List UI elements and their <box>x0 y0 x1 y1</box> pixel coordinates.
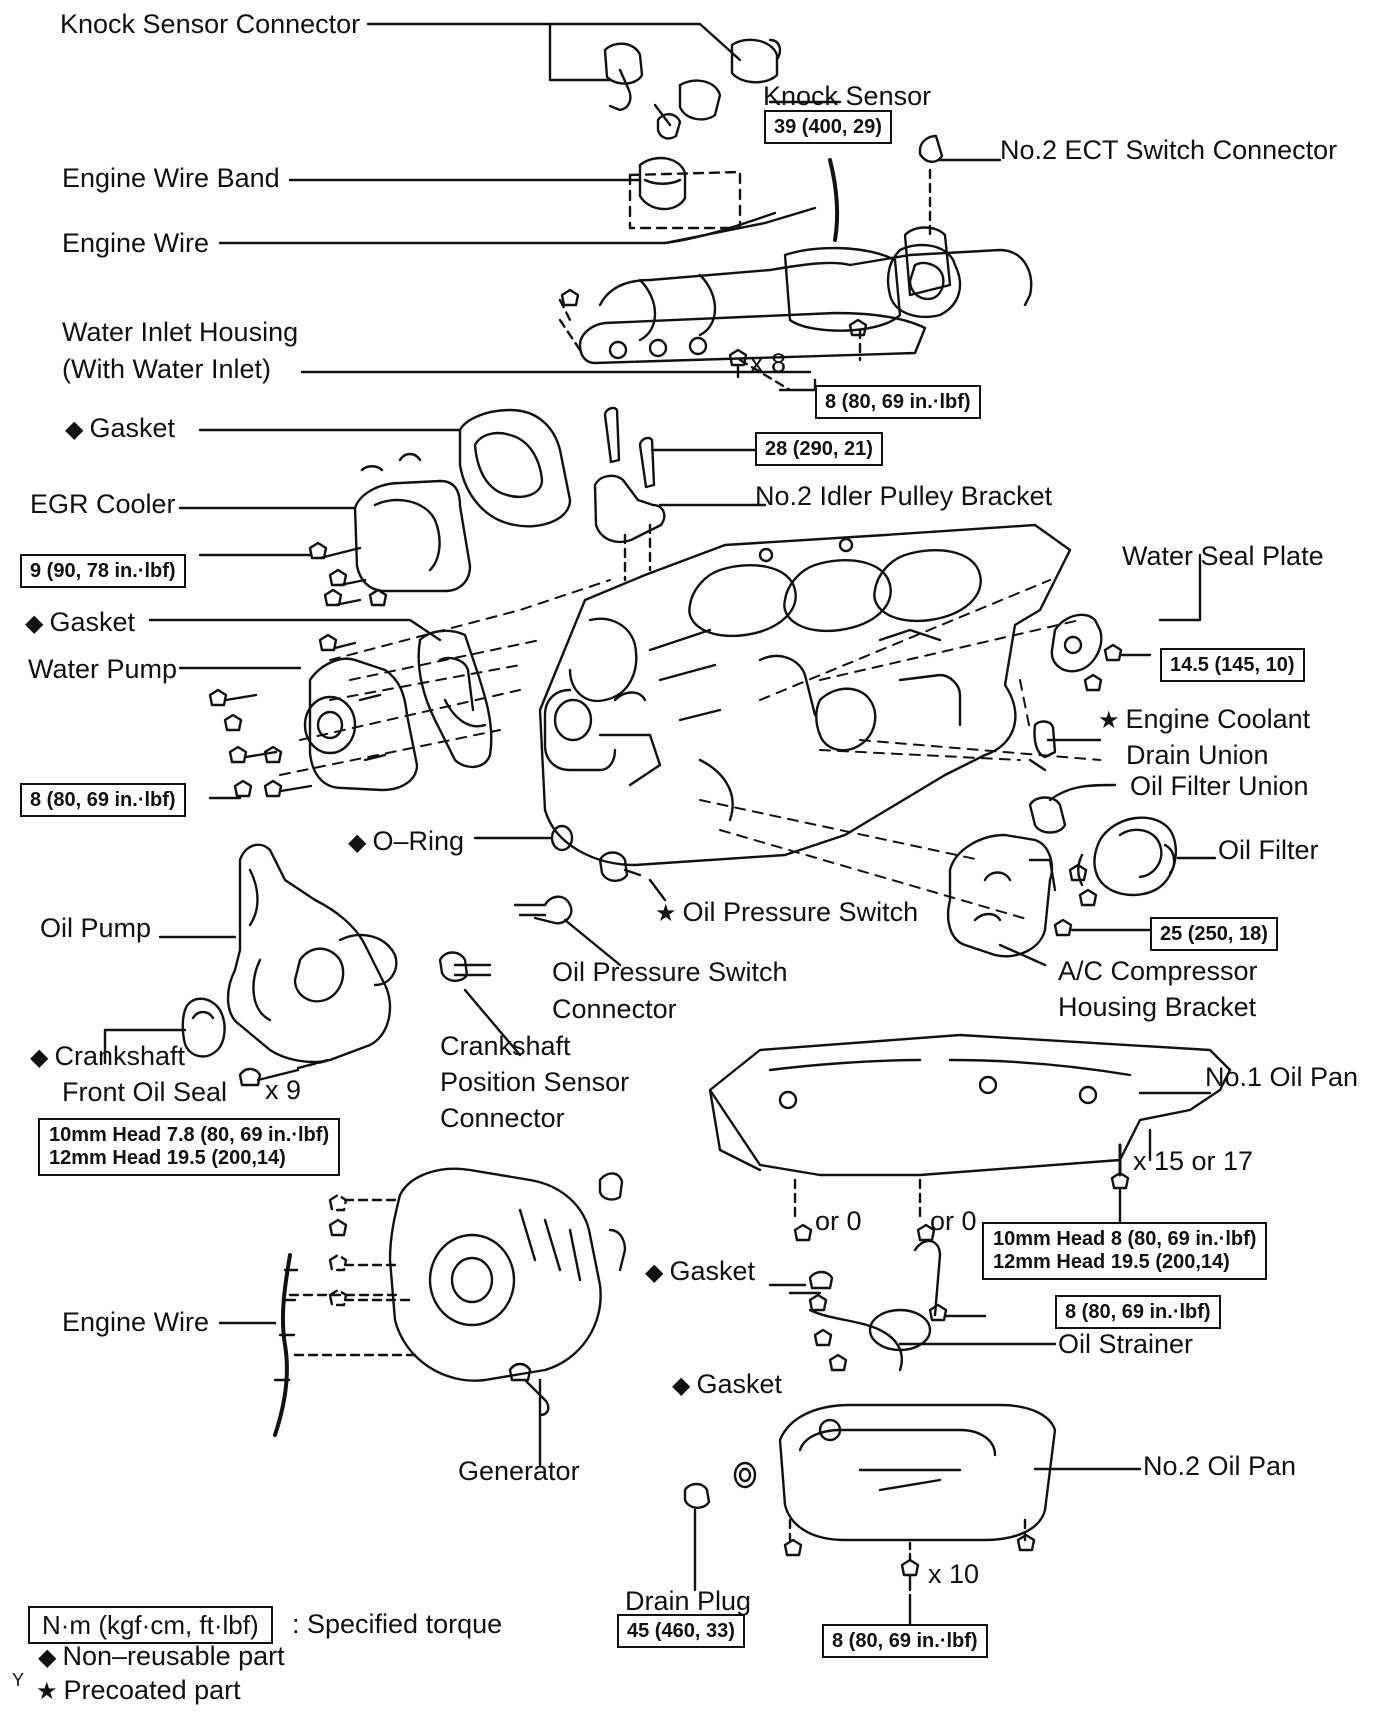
legend-torque-desc: : Specified torque <box>292 1609 503 1639</box>
x15-or-17-label: x 15 or 17 <box>1133 1146 1254 1176</box>
legend-non-reusable: ◆Non–reusable part <box>38 1641 285 1671</box>
cylinder-block-part <box>538 523 1072 867</box>
water-inlet-torque: 8 (80, 69 in.·lbf) <box>815 385 981 419</box>
no2-oil-pan-torque: 8 (80, 69 in.·lbf) <box>822 1624 988 1658</box>
non-reusable-marker: ◆ <box>30 1044 49 1071</box>
ckp-connector-label: Crankshaft <box>440 1031 571 1061</box>
oil-strainer-part <box>768 1239 1057 1372</box>
x8-label: x 8 <box>750 348 787 378</box>
ect-switch-connector-label: No.2 ECT Switch Connector <box>1000 135 1338 165</box>
drain-plug-label: Drain Plug <box>625 1586 752 1616</box>
non-reusable-marker: ◆ <box>348 829 367 856</box>
oil-pressure-switch-parts <box>473 824 667 967</box>
x10-label: x 10 <box>928 1559 980 1589</box>
oil-filter-union-label: Oil Filter Union <box>1130 771 1309 801</box>
oil-pump-torque-line1: 10mm Head 7.8 (80, 69 in.·lbf) <box>49 1124 330 1146</box>
knock-sensor-connector-label: Knock Sensor Connector <box>60 9 361 39</box>
or-0-label-a: or 0 <box>815 1206 862 1236</box>
ckp-connector-part <box>438 951 522 1057</box>
water-inlet-housing-label: Water Inlet Housing <box>62 317 299 347</box>
drain-plug-torque: 45 (460, 33) <box>617 1614 745 1648</box>
idler-bracket-torque: 28 (290, 21) <box>755 432 883 466</box>
oil-pan-torque-line1: 10mm Head 8 (80, 69 in.·lbf) <box>993 1228 1257 1250</box>
ac-bracket-torque: 25 (250, 18) <box>1150 917 1278 951</box>
engine-wire-top-label: Engine Wire <box>62 228 210 258</box>
or-0-label-b: or 0 <box>930 1206 977 1236</box>
front-oil-seal-label: ◆Crankshaft <box>30 1041 186 1071</box>
oil-pressure-switch-connector-label: Oil Pressure Switch <box>552 957 788 987</box>
engine-wire-bottom-part <box>218 1253 299 1437</box>
water-pump-torque: 8 (80, 69 in.·lbf) <box>20 783 186 817</box>
gasket-strainer-label: ◆Gasket <box>645 1256 756 1286</box>
no1-oil-pan-label: No.1 Oil Pan <box>1205 1062 1359 1092</box>
water-inlet-housing-part <box>300 134 1033 392</box>
oil-strainer-label: Oil Strainer <box>1058 1329 1194 1359</box>
oil-filter-label: Oil Filter <box>1218 835 1319 865</box>
generator-label: Generator <box>458 1456 580 1486</box>
gasket-water-pump-label: ◆Gasket <box>25 607 136 637</box>
legend-torque-unit-box: N·m (kgf·cm, ft·lbf) <box>28 1606 273 1644</box>
assembly-guide-lines <box>279 579 1101 921</box>
water-seal-plate-torque: 14.5 (145, 10) <box>1160 648 1305 682</box>
x9-label: x 9 <box>265 1075 302 1105</box>
gasket-drain-label: ◆Gasket <box>672 1369 783 1399</box>
engine-wire-band-label: Engine Wire Band <box>62 163 280 193</box>
water-seal-plate-part <box>1050 553 1202 692</box>
o-ring-label: ◆O–Ring <box>348 826 465 856</box>
ac-bracket-label-2: Housing Bracket <box>1058 992 1257 1022</box>
engine-wire-band-part <box>218 156 817 245</box>
generator-part <box>288 1167 627 1467</box>
idler-pulley-bracket-part <box>593 406 767 582</box>
precoated-marker: ★ <box>1098 707 1120 734</box>
oil-filter-parts <box>1028 720 1217 897</box>
non-reusable-marker: ◆ <box>65 416 84 443</box>
ac-bracket-label: A/C Compressor <box>1058 956 1258 986</box>
knock-sensor-parts <box>366 22 782 140</box>
oil-strainer-torque: 8 (80, 69 in.·lbf) <box>1055 1295 1221 1329</box>
non-reusable-marker: ◆ <box>672 1372 691 1399</box>
knock-sensor-torque: 39 (400, 29) <box>764 110 892 144</box>
non-reusable-marker: ◆ <box>38 1644 57 1671</box>
oil-pressure-switch-connector-label-2: Connector <box>552 994 677 1024</box>
non-reusable-marker: ◆ <box>25 610 44 637</box>
ac-bracket-part <box>946 833 1152 967</box>
egr-cooler-torque: 9 (90, 78 in.·lbf) <box>20 554 186 588</box>
coolant-drain-union-label: ★Engine Coolant <box>1098 704 1311 734</box>
oil-pressure-switch-label: ★Oil Pressure Switch <box>655 897 919 927</box>
egr-cooler-part <box>178 408 572 607</box>
water-pump-label: Water Pump <box>28 654 178 684</box>
water-seal-plate-label: Water Seal Plate <box>1122 541 1324 571</box>
front-oil-seal-label-2: Front Oil Seal <box>62 1077 228 1107</box>
legend-precoated: ★Precoated part <box>36 1675 241 1705</box>
front-oil-seal-part <box>103 997 332 1087</box>
oil-pan-torque-line2: 12mm Head 19.5 (200,14) <box>993 1251 1230 1273</box>
coolant-drain-union-label-2: Drain Union <box>1126 740 1269 770</box>
egr-cooler-label: EGR Cooler <box>30 489 176 519</box>
precoated-marker: ★ <box>36 1678 58 1705</box>
oil-pump-label: Oil Pump <box>40 913 152 943</box>
oil-pump-torque: 10mm Head 7.8 (80, 69 in.·lbf) 12mm Head… <box>38 1118 341 1176</box>
ckp-connector-label-2: Position Sensor <box>440 1067 630 1097</box>
no2-oil-pan-part <box>778 1403 1142 1627</box>
non-reusable-marker: ◆ <box>645 1259 664 1286</box>
no1-oil-pan-part <box>708 1033 1232 1242</box>
drain-plug-part <box>683 1461 757 1592</box>
oil-pump-part <box>158 843 398 1064</box>
oil-pump-torque-line2: 12mm Head 19.5 (200,14) <box>49 1147 286 1169</box>
idler-pulley-bracket-label: No.2 Idler Pulley Bracket <box>755 481 1053 511</box>
knock-sensor-label: Knock Sensor <box>763 81 932 111</box>
oil-pan-torque: 10mm Head 8 (80, 69 in.·lbf) 12mm Head 1… <box>982 1222 1268 1280</box>
water-pump-part <box>148 618 493 800</box>
precoated-marker: ★ <box>655 900 677 927</box>
no2-oil-pan-label: No.2 Oil Pan <box>1143 1451 1297 1481</box>
water-inlet-housing-label-2: (With Water Inlet) <box>62 354 272 384</box>
ckp-connector-label-3: Connector <box>440 1103 565 1133</box>
engine-wire-bottom-label: Engine Wire <box>62 1307 210 1337</box>
legend-corner-glyph: Y <box>12 1670 25 1690</box>
gasket-egr-label: ◆Gasket <box>65 413 176 443</box>
